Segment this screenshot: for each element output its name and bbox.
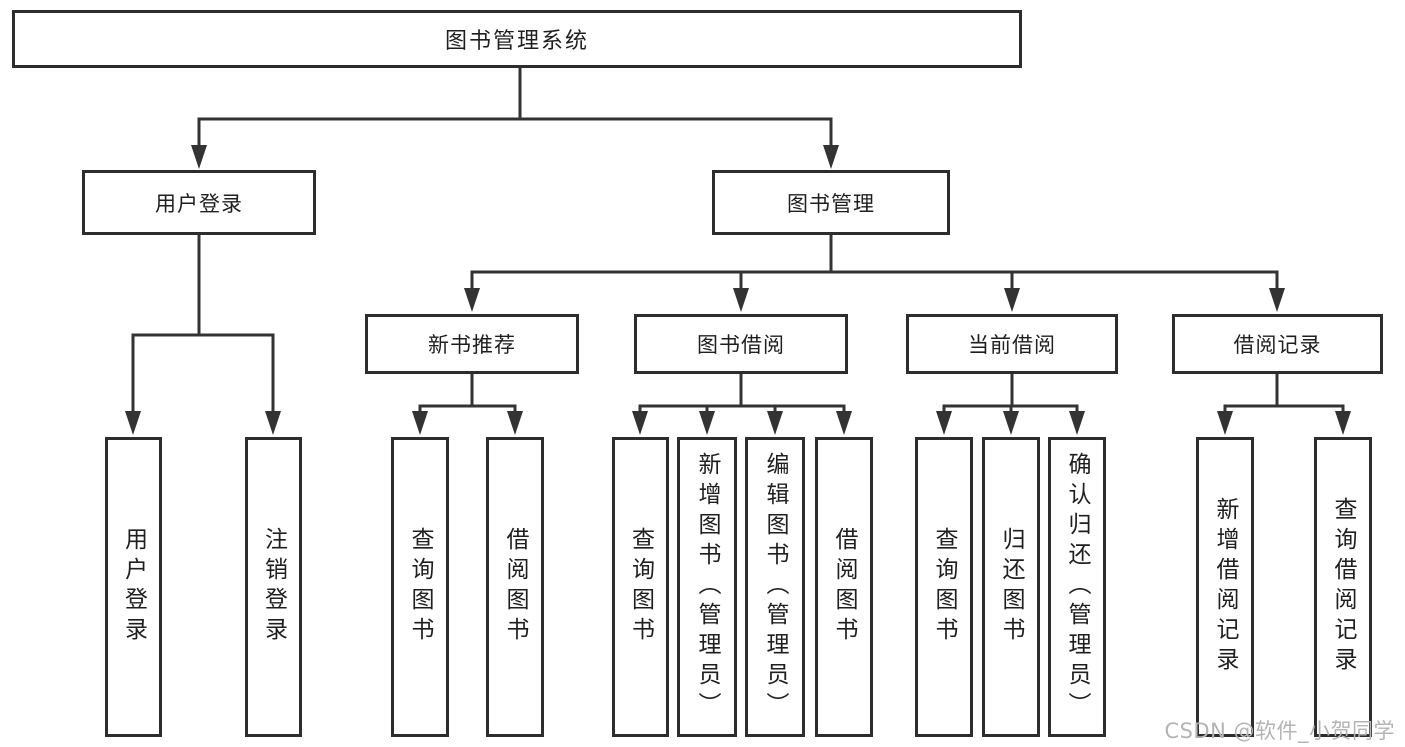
arrow-down-icon: [936, 411, 952, 435]
arrow-down-icon: [632, 411, 648, 435]
node-label: 注销登录: [260, 527, 287, 647]
leaf-add-borrow-record: 新增借阅记录: [1196, 437, 1254, 737]
node-label: 借阅图书: [502, 527, 528, 647]
node-book-borrowing: 图书借阅: [634, 314, 848, 374]
arrow-down-icon: [464, 288, 480, 312]
leaf-confirm-return-admin: 确认归还（管理员）: [1048, 437, 1106, 737]
arrow-down-icon: [265, 411, 281, 435]
connector-userlogin-to-leaves: [131, 233, 275, 416]
node-label: 借阅图书: [831, 527, 857, 647]
leaf-logout: 注销登录: [245, 437, 302, 737]
connector-records-to-leaves: [1223, 372, 1345, 416]
node-new-book-recommend: 新书推荐: [365, 314, 579, 374]
arrow-down-icon: [412, 411, 428, 435]
node-label: 用户登录: [120, 527, 147, 647]
arrow-down-icon: [823, 145, 839, 169]
arrow-down-icon: [699, 411, 715, 435]
node-label: 借阅记录: [1233, 333, 1322, 357]
arrow-down-icon: [767, 411, 783, 435]
node-label: 编辑图书（管理员）: [762, 452, 788, 722]
connector-bookborrow-to-leaves: [638, 372, 846, 416]
arrow-down-icon: [191, 145, 207, 169]
node-label: 查询图书: [407, 527, 433, 647]
csdn-watermark: CSDN @软件_小贺同学: [1164, 719, 1395, 743]
node-label: 确认归还（管理员）: [1064, 452, 1090, 722]
leaf-query-books-current: 查询图书: [915, 437, 973, 737]
arrow-down-icon: [1069, 411, 1085, 435]
leaf-query-borrow-record: 查询借阅记录: [1314, 437, 1372, 737]
node-label: 查询借阅记录: [1330, 497, 1356, 677]
arrow-down-icon: [1269, 288, 1285, 312]
leaf-query-books-recommend: 查询图书: [391, 437, 449, 737]
node-label: 新增图书（管理员）: [694, 452, 720, 722]
leaf-query-books-borrowing: 查询图书: [612, 437, 669, 737]
leaf-return-books: 归还图书: [982, 437, 1040, 737]
connector-newbooks-to-leaves: [418, 372, 517, 416]
node-current-borrowing: 当前借阅: [906, 314, 1118, 374]
arrow-down-icon: [507, 411, 523, 435]
node-label: 图书管理: [787, 191, 875, 216]
node-label: 用户登录: [155, 191, 243, 216]
node-borrowing-records: 借阅记录: [1172, 314, 1383, 374]
arrow-down-icon: [733, 288, 749, 312]
arrow-down-icon: [1003, 411, 1019, 435]
leaf-add-books-admin: 新增图书（管理员）: [677, 437, 737, 737]
leaf-edit-books-admin: 编辑图书（管理员）: [745, 437, 805, 737]
connector-currentborrow-to-leaves: [942, 372, 1079, 416]
node-label: 当前借阅: [968, 333, 1056, 357]
node-label: 新书推荐: [428, 333, 516, 357]
leaf-borrow-books-borrowing: 借阅图书: [815, 437, 873, 737]
node-label: 归还图书: [998, 527, 1024, 647]
node-user-login-branch: 用户登录: [82, 170, 316, 235]
arrow-down-icon: [1217, 411, 1233, 435]
node-book-management: 图书管理: [712, 170, 950, 235]
node-label: 查询图书: [931, 527, 957, 647]
node-label: 查询图书: [627, 527, 654, 647]
leaf-user-login: 用户登录: [105, 437, 162, 737]
node-label: 图书借阅: [697, 333, 785, 357]
arrow-down-icon: [1004, 288, 1020, 312]
node-label: 图书管理系统: [444, 29, 589, 54]
arrow-down-icon: [836, 411, 852, 435]
node-label: 新增借阅记录: [1212, 497, 1238, 677]
connector-root-to-level2: [197, 66, 833, 150]
arrow-down-icon: [1335, 411, 1351, 435]
node-library-system: 图书管理系统: [12, 10, 1022, 68]
leaf-borrow-books-recommend: 借阅图书: [486, 437, 544, 737]
arrowheads: [125, 145, 1351, 435]
connector-bookmgmt-to-level3: [470, 233, 1279, 293]
arrow-down-icon: [125, 411, 141, 435]
